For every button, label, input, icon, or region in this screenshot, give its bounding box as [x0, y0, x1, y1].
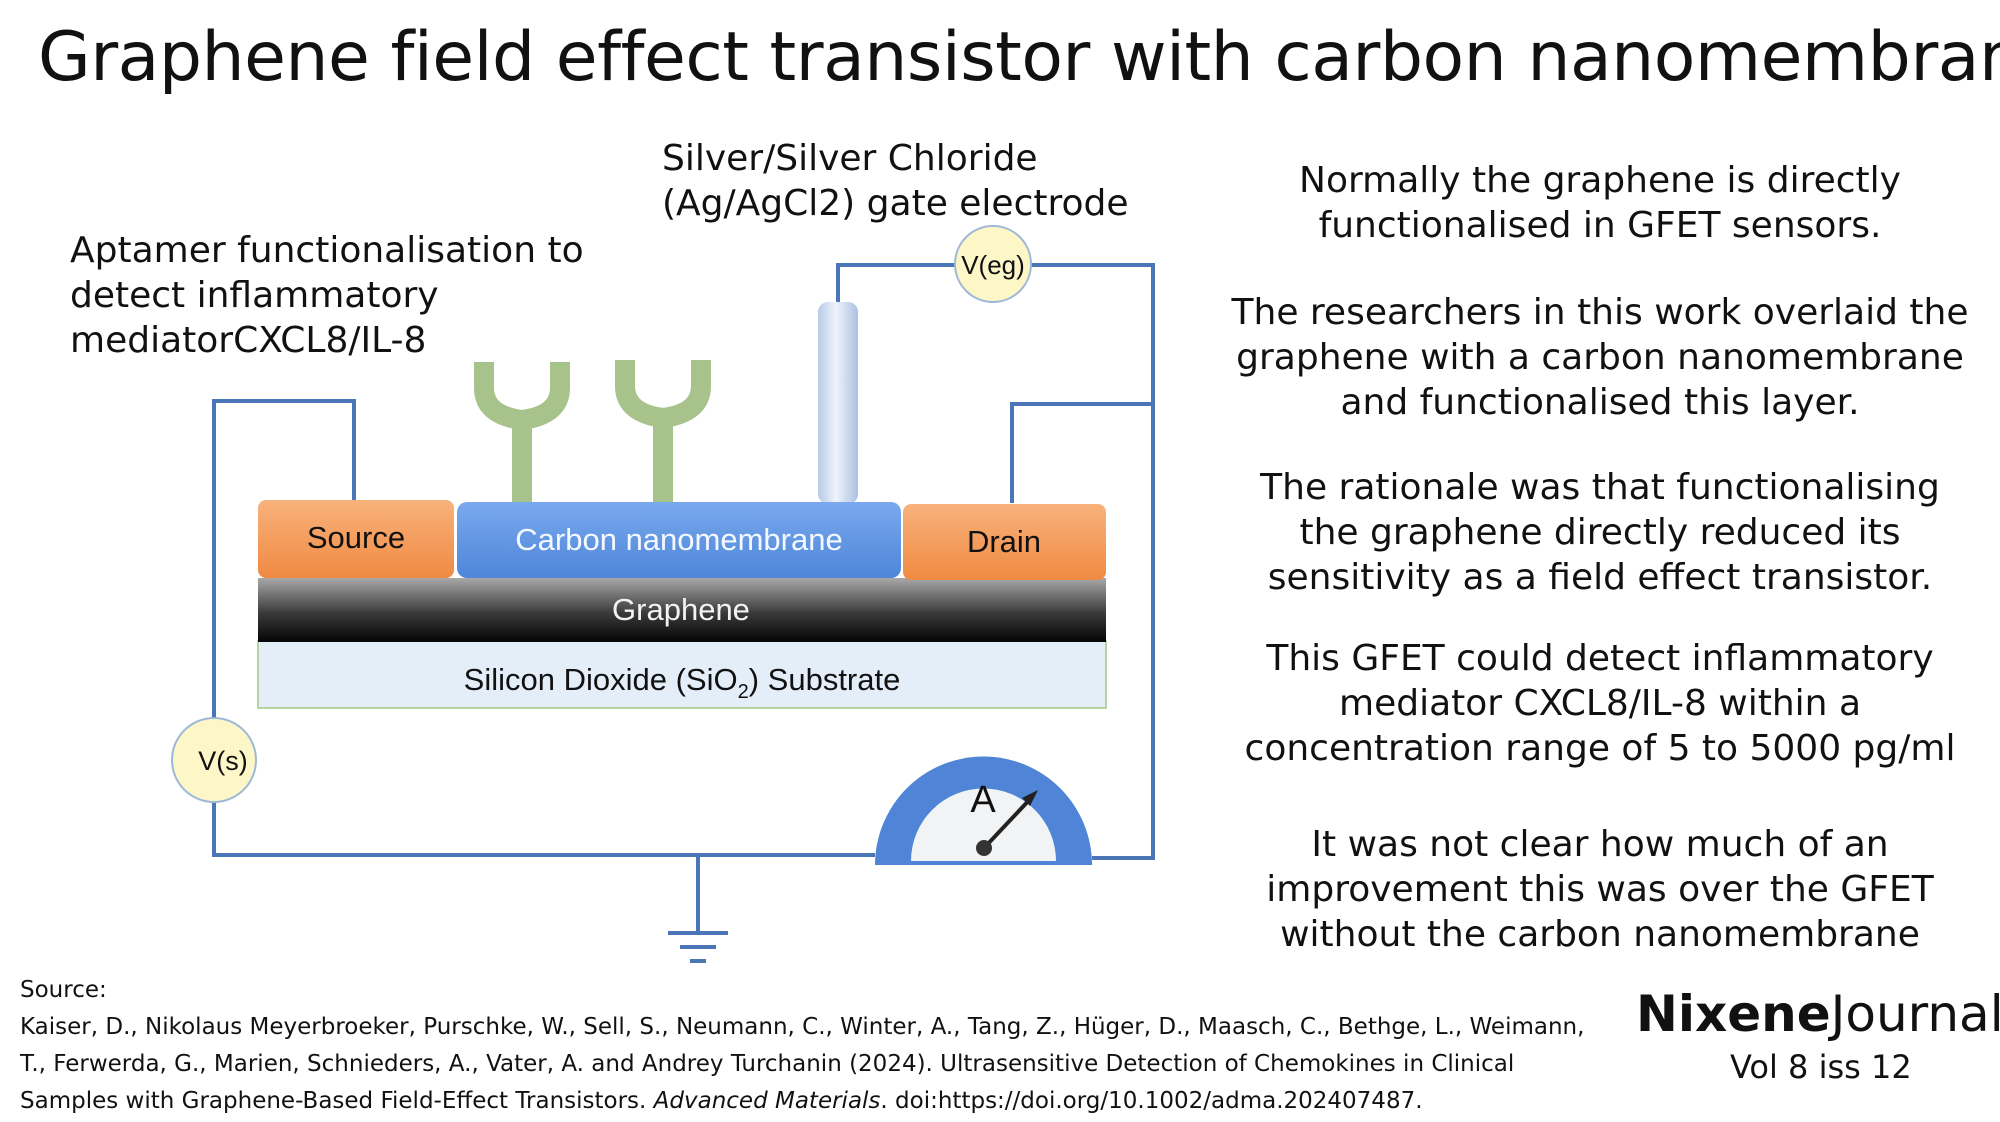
page-title: Graphene field effect transistor with ca… [38, 18, 2000, 97]
journal-name: Advanced Materials [653, 1088, 881, 1114]
aptamer-icon [474, 362, 570, 503]
source-voltage-meter [171, 717, 257, 803]
drain-label: Drain [967, 524, 1041, 559]
circuit-wires [212, 263, 1155, 932]
wire-source [212, 399, 875, 857]
note-2: The researchers in this work overlaid th… [1231, 292, 1969, 423]
citation-doi: . doi:https://doi.org/10.1002/adma.20240… [880, 1088, 1423, 1114]
graphene-label: Graphene [612, 592, 750, 627]
carbon-nanomembrane-label: Carbon nanomembrane [515, 522, 842, 557]
note-4: This GFET could detect inflammatory medi… [1244, 638, 1956, 769]
wire-gate [836, 263, 958, 304]
graphene-layer [258, 578, 1106, 642]
substrate-label: Silicon Dioxide (SiO2) Substrate [464, 662, 901, 703]
gate-electrode-label: Silver/Silver Chloride (Ag/AgCl2) gate e… [662, 138, 1129, 224]
source-label: Source: [20, 977, 107, 1003]
ground-icon [668, 931, 728, 963]
volume-issue: Vol 8 iss 12 [1730, 1048, 1912, 1086]
aptamer-label: Aptamer functionalisation to detect infl… [70, 230, 584, 361]
source-citation: Source: Kaiser, D., Nikolaus Meyerbroeke… [20, 972, 1600, 1120]
wire-drain-contact [1010, 402, 1153, 503]
note-5: It was not clear how much of an improvem… [1266, 824, 1934, 955]
ammeter: A [875, 756, 1092, 865]
ammeter-label: A [970, 779, 996, 821]
substrate-layer [257, 640, 1107, 709]
source-electrode [258, 500, 454, 578]
drain-electrode [903, 504, 1106, 580]
source-label: Source [307, 520, 405, 555]
note-1: Normally the graphene is directly functi… [1299, 160, 1901, 246]
gate-voltage-meter [954, 225, 1032, 303]
carbon-nanomembrane-layer [457, 502, 901, 578]
ammeter-needle [982, 794, 1035, 850]
source-voltage-label: V(s) [198, 746, 248, 776]
note-3: The rationale was that functionalising t… [1260, 467, 1940, 598]
gate-voltage-label: V(eg) [961, 250, 1025, 280]
brand-logo: NixeneJournal [1636, 985, 2000, 1043]
gate-electrode [818, 302, 858, 504]
wire-drain [1030, 263, 1155, 860]
aptamer-icon [615, 360, 711, 503]
citation-text: Kaiser, D., Nikolaus Meyerbroeker, Pursc… [20, 1014, 1585, 1114]
